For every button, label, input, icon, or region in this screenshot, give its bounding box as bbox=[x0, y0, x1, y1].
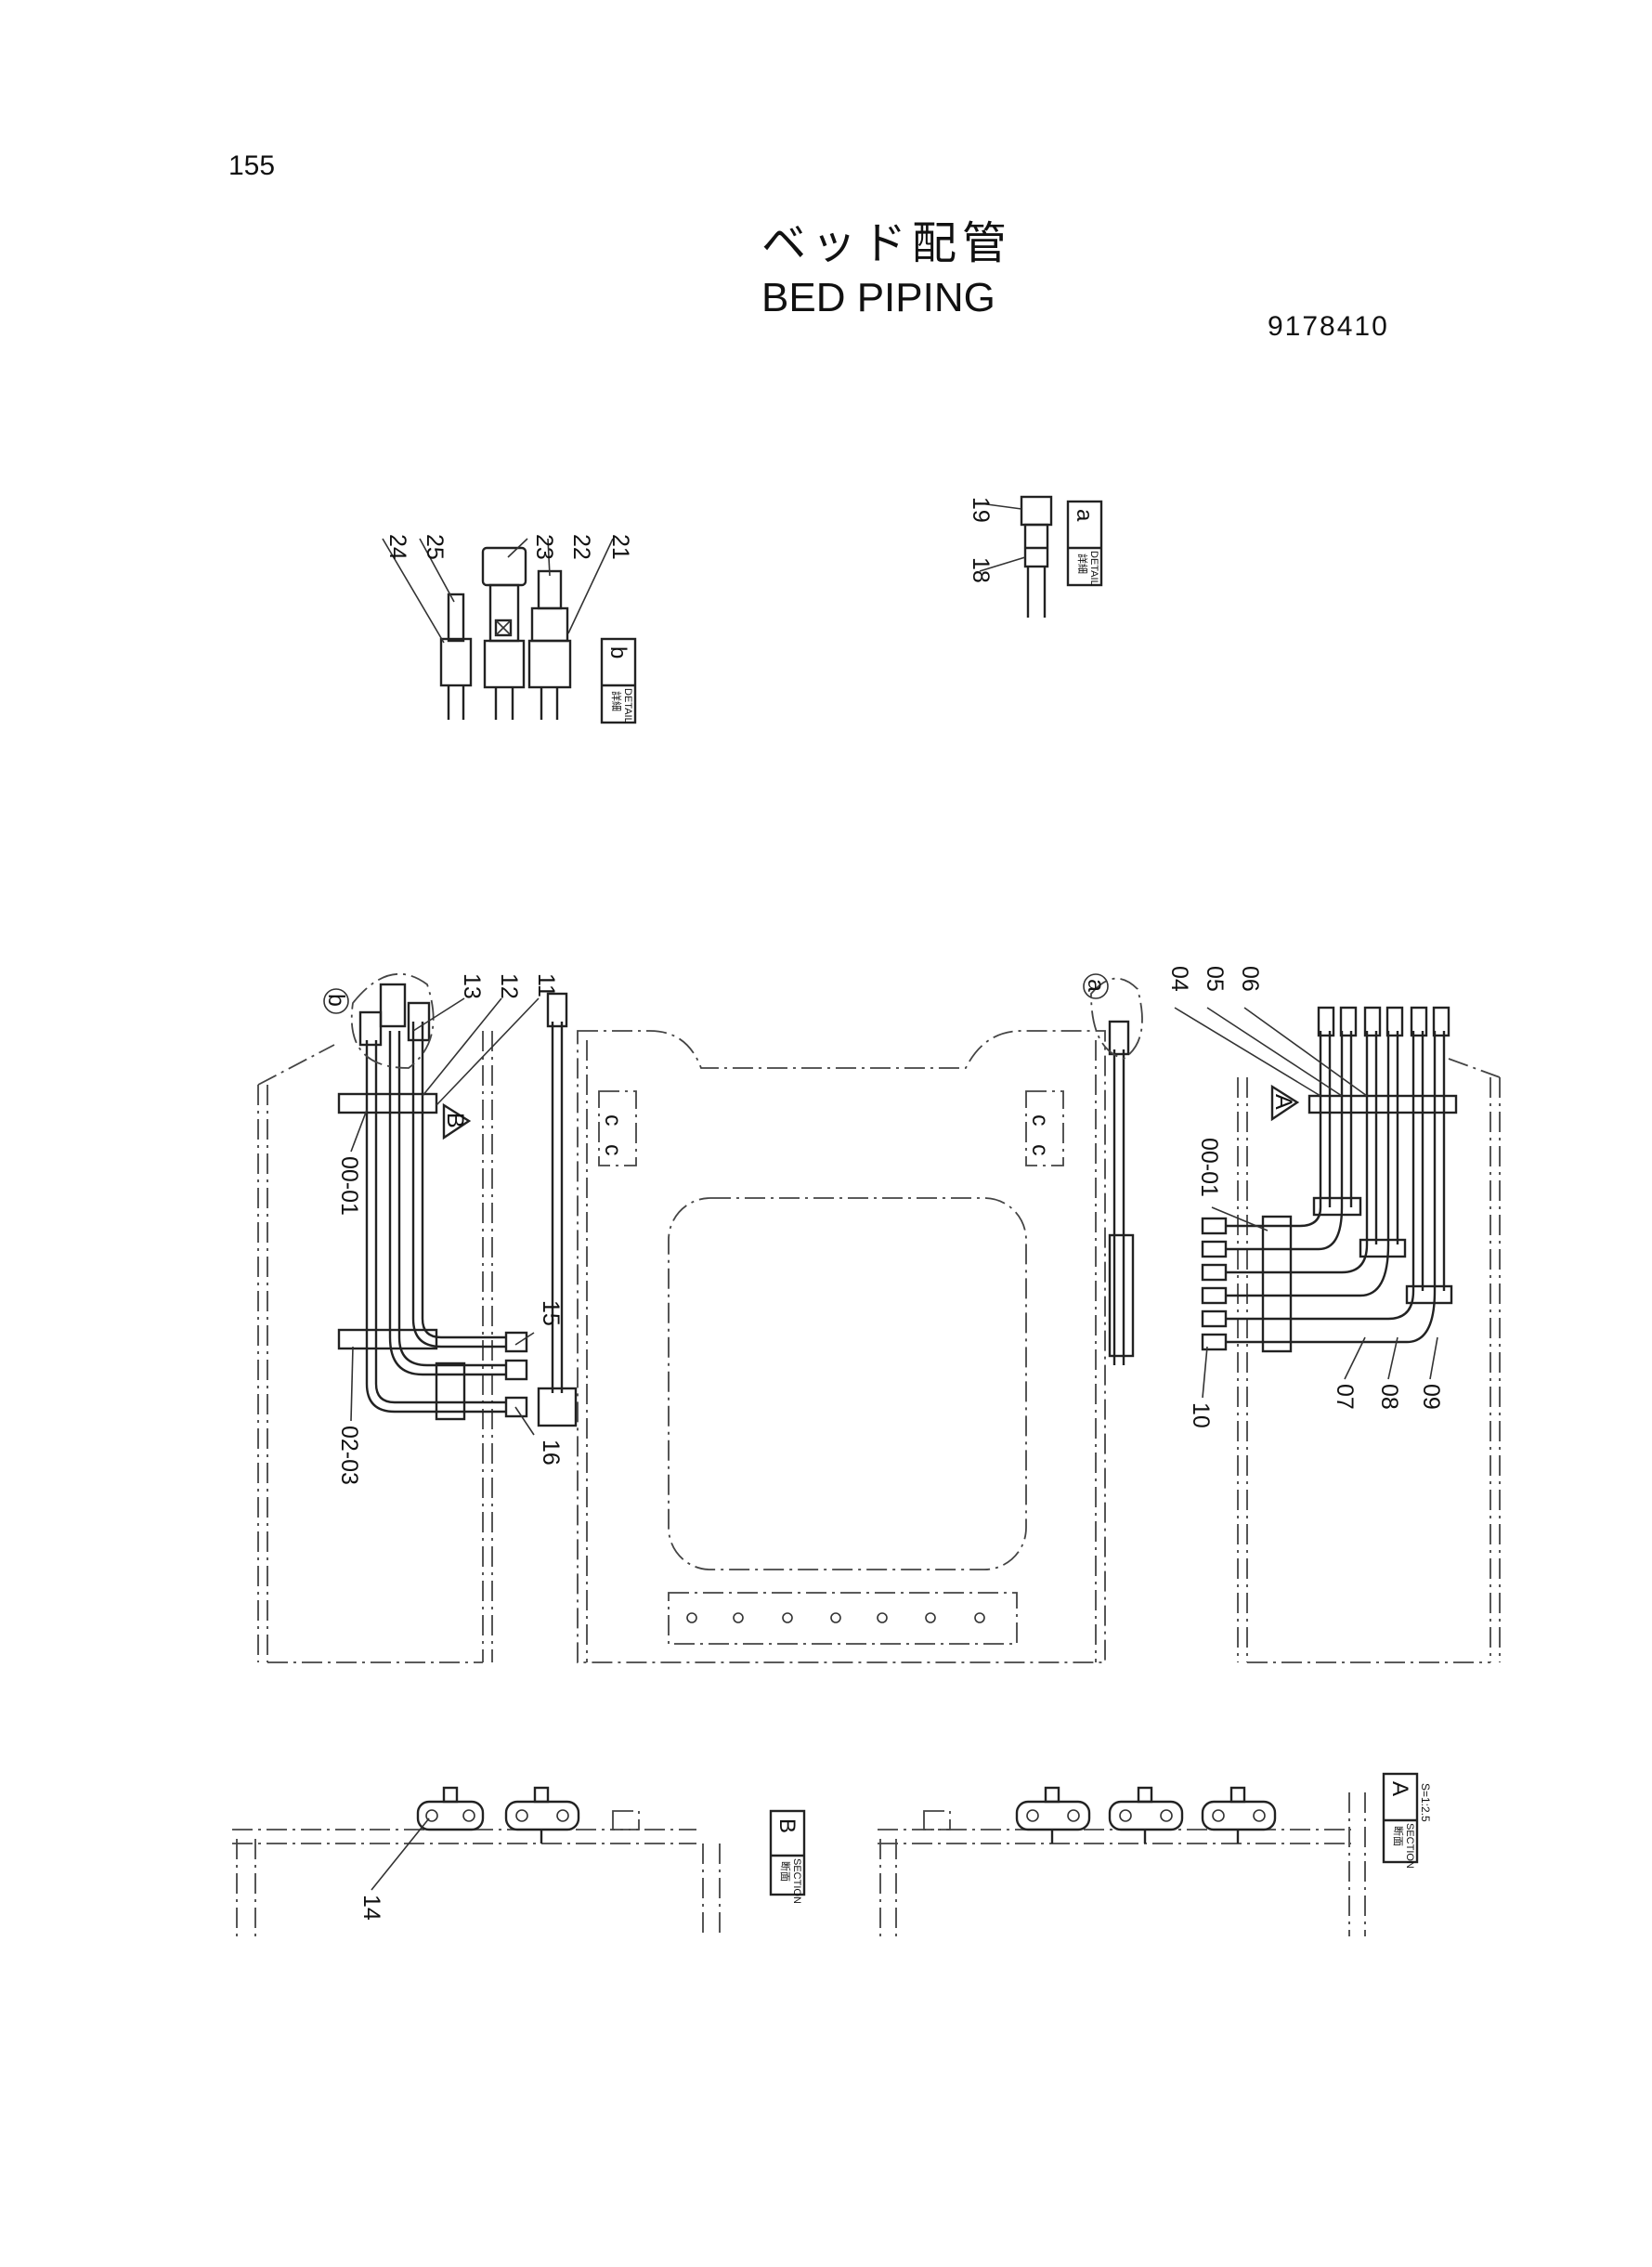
fitting-25 bbox=[447, 593, 465, 643]
svg-text:b: b bbox=[605, 646, 631, 658]
svg-text:c: c bbox=[1027, 1144, 1053, 1156]
callout-04: 04 bbox=[1166, 966, 1192, 992]
callout-16: 16 bbox=[538, 1440, 564, 1466]
clamp-section-b-2 bbox=[504, 1786, 580, 1844]
callout-07: 07 bbox=[1332, 1384, 1358, 1410]
detail-a-tag: 詳細 DETAIL a bbox=[1066, 500, 1103, 587]
callout-06: 06 bbox=[1237, 966, 1263, 992]
view-marker-b: B bbox=[442, 1102, 472, 1140]
svg-text:SECTION: SECTION bbox=[791, 1858, 802, 1904]
section-a-scale: S=1:2.5 bbox=[1419, 1783, 1432, 1822]
callout-14: 14 bbox=[358, 1895, 384, 1921]
svg-text:a: a bbox=[1083, 979, 1109, 992]
clamp-02-03 bbox=[337, 1328, 438, 1350]
cap-23 bbox=[481, 546, 527, 587]
svg-text:c: c bbox=[600, 1114, 626, 1127]
view-marker-a: A bbox=[1270, 1084, 1300, 1122]
fitting-24 bbox=[439, 637, 473, 687]
callout-18: 18 bbox=[968, 557, 994, 583]
callout-00-01-right: 00-01 bbox=[1196, 1138, 1222, 1197]
svg-text:断面: 断面 bbox=[779, 1861, 792, 1882]
callout-24: 24 bbox=[384, 534, 410, 560]
svg-text:DETAIL: DETAIL bbox=[1088, 551, 1099, 586]
callout-21: 21 bbox=[607, 534, 633, 560]
title-japanese: ベッド配管 bbox=[761, 217, 1013, 269]
svg-text:SECTION: SECTION bbox=[1404, 1823, 1415, 1869]
fitting-21 bbox=[530, 606, 569, 643]
callout-15: 15 bbox=[538, 1300, 564, 1326]
section-a-view: 断面 SECTION A S=1:2.5 bbox=[878, 1772, 1432, 1936]
section-b-tag: 断面 SECTION B bbox=[769, 1809, 806, 1904]
detail-b-view: 24 25 23 22 21 詳細 DETAIL b bbox=[382, 534, 637, 724]
clamp-section-a-1 bbox=[1015, 1786, 1091, 1844]
clamp-section-a-3 bbox=[1201, 1786, 1277, 1844]
svg-text:詳細: 詳細 bbox=[610, 691, 623, 711]
detail-a-view: 19 18 詳細 DETAIL a bbox=[968, 495, 1103, 618]
svg-text:DETAIL: DETAIL bbox=[622, 688, 633, 723]
svg-text:A: A bbox=[1387, 1781, 1412, 1796]
callout-02-03: 02-03 bbox=[336, 1426, 362, 1485]
title-english: BED PIPING bbox=[761, 275, 995, 320]
main-plan-view: c c c c bbox=[257, 966, 1501, 1663]
callout-08: 08 bbox=[1376, 1384, 1402, 1410]
part-number: 9178410 bbox=[1268, 311, 1389, 342]
section-a-tag: 断面 SECTION A S=1:2.5 bbox=[1382, 1772, 1432, 1869]
callout-00-01-left: 00-01 bbox=[336, 1156, 362, 1216]
svg-text:詳細: 詳細 bbox=[1076, 554, 1089, 574]
svg-text:b: b bbox=[323, 994, 349, 1007]
callout-23: 23 bbox=[531, 534, 557, 560]
callout-09: 09 bbox=[1418, 1384, 1444, 1410]
fitting-22 bbox=[537, 569, 563, 610]
svg-text:A: A bbox=[1270, 1094, 1296, 1110]
left-pipe-bundle bbox=[337, 972, 528, 1421]
svg-text:断面: 断面 bbox=[1392, 1826, 1405, 1846]
callout-25: 25 bbox=[422, 534, 448, 560]
clamp-00-01 bbox=[337, 1092, 438, 1114]
svg-text:B: B bbox=[442, 1113, 468, 1128]
cap-fitting bbox=[379, 983, 407, 1028]
circle-marker-b: b bbox=[323, 988, 349, 1014]
detail-b-tag: 詳細 DETAIL b bbox=[600, 637, 637, 724]
callout-10: 10 bbox=[1188, 1402, 1214, 1428]
clamp-row-1 bbox=[1307, 1094, 1458, 1114]
svg-text:a: a bbox=[1072, 509, 1097, 522]
circle-marker-a: a bbox=[1083, 973, 1109, 999]
svg-text:c: c bbox=[600, 1144, 626, 1156]
callout-22: 22 bbox=[568, 534, 594, 560]
clamp-section-a-2 bbox=[1108, 1786, 1184, 1844]
callout-12: 12 bbox=[496, 973, 522, 999]
callout-11: 11 bbox=[533, 973, 559, 997]
svg-text:c: c bbox=[1027, 1114, 1053, 1127]
plate-holes bbox=[686, 1612, 985, 1623]
fitting-19 bbox=[1020, 495, 1053, 527]
page-number: 155 bbox=[228, 150, 276, 181]
section-b-view: 14 断面 SECTION B bbox=[232, 1786, 806, 1936]
clamp-14 bbox=[416, 1786, 485, 1831]
clamp-00-01-right bbox=[1261, 1215, 1293, 1353]
svg-text:B: B bbox=[774, 1818, 800, 1833]
callout-19: 19 bbox=[968, 497, 994, 523]
right-pipe-bundle bbox=[1201, 1006, 1458, 1353]
callout-05: 05 bbox=[1202, 966, 1228, 992]
callout-13: 13 bbox=[459, 973, 485, 999]
